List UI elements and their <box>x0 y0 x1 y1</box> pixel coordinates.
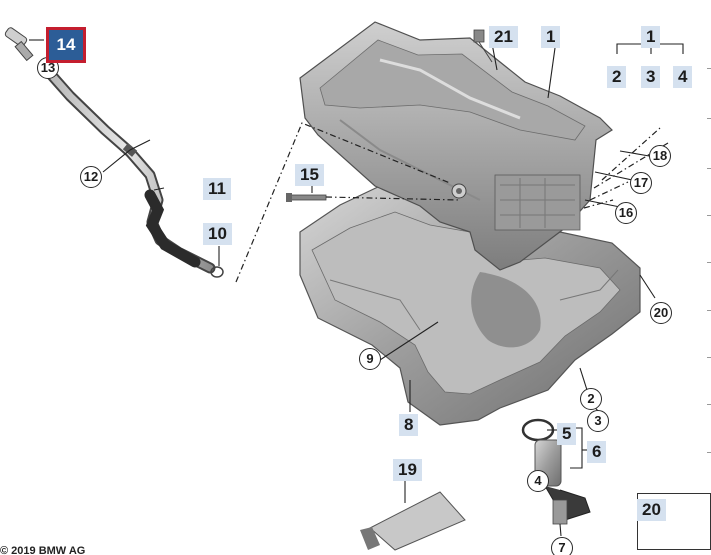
copyright-text: © 2019 BMW AG <box>0 545 86 555</box>
upper-oil-pan-shape <box>299 21 613 271</box>
bolt-21-shape <box>473 29 493 63</box>
callout-1[interactable]: 1 <box>541 26 561 48</box>
callout-4-tree[interactable]: 4 <box>673 66 693 88</box>
callout-2-tree[interactable]: 2 <box>607 66 627 88</box>
callout-4[interactable]: 4 <box>527 470 549 492</box>
callout-14-selected[interactable]: 14 <box>46 27 86 63</box>
callout-9[interactable]: 9 <box>359 348 381 370</box>
callout-16[interactable]: 16 <box>615 202 637 224</box>
margin-tick <box>707 215 711 216</box>
margin-tick <box>707 68 711 69</box>
callout-8[interactable]: 8 <box>399 414 419 436</box>
callout-5[interactable]: 5 <box>557 423 577 445</box>
margin-tick <box>707 310 711 311</box>
dipstick-handle-shape <box>4 27 34 62</box>
sealant-tube-shape <box>360 491 466 551</box>
callout-11[interactable]: 11 <box>203 178 231 200</box>
callout-20[interactable]: 20 <box>650 302 672 324</box>
callout-18[interactable]: 18 <box>649 145 671 167</box>
callout-12[interactable]: 12 <box>80 166 102 188</box>
margin-tick <box>707 452 711 453</box>
callout-3[interactable]: 3 <box>587 410 609 432</box>
dipstick-guide-tube-shape <box>41 64 216 274</box>
lower-oil-pan-shape <box>299 185 641 426</box>
margin-tick <box>707 262 711 263</box>
callout-10[interactable]: 10 <box>203 223 232 245</box>
callout-6[interactable]: 6 <box>587 441 607 463</box>
callout-3-tree[interactable]: 3 <box>641 66 661 88</box>
callout-1-tree[interactable]: 1 <box>641 26 661 48</box>
margin-tick <box>707 404 711 405</box>
callout-21[interactable]: 21 <box>489 26 518 48</box>
callout-2[interactable]: 2 <box>580 388 602 410</box>
margin-tick <box>707 168 711 169</box>
margin-tick <box>707 357 711 358</box>
callout-15[interactable]: 15 <box>295 164 324 186</box>
callout-17[interactable]: 17 <box>630 172 652 194</box>
callout-7[interactable]: 7 <box>551 537 573 555</box>
o-ring-10-shape <box>210 266 224 278</box>
bolt-15-shape <box>286 193 327 202</box>
callout-19[interactable]: 19 <box>393 459 422 481</box>
legend-callout-20[interactable]: 20 <box>637 499 666 521</box>
margin-tick <box>707 118 711 119</box>
